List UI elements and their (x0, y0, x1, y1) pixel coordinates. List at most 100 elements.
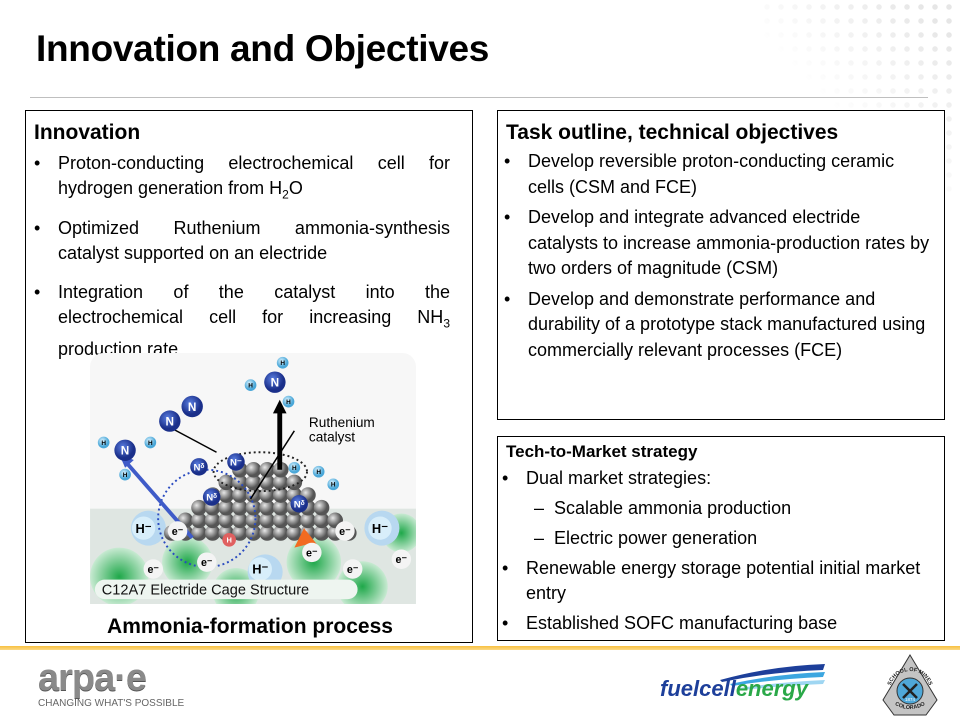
ru-atom (286, 474, 303, 491)
atom-label: e⁻ (339, 526, 351, 538)
catalyst-label: Ruthenium (309, 415, 375, 430)
atom-label: N (188, 401, 197, 414)
innovation-bullet: Optimized Ruthenium ammonia-synthesis ca… (34, 216, 450, 273)
atom (131, 516, 156, 540)
title-divider (30, 97, 928, 98)
atom-label: N (121, 445, 130, 458)
atom (114, 439, 136, 461)
task-bullet: Develop and integrate advanced electride… (504, 205, 930, 282)
atom-label: H (101, 440, 106, 447)
ru-atom (286, 525, 303, 541)
arpa-e-logo: arpa·e CHANGING WHAT'S POSSIBLE (38, 657, 185, 709)
ru-atom (259, 525, 275, 541)
atom (143, 559, 164, 579)
atom-label: H (292, 465, 297, 472)
tech-to-market-heading: Tech-to-Market strategy (506, 442, 698, 461)
seal-year: 1874 (905, 697, 916, 702)
atom (282, 395, 295, 408)
ru-atom (191, 525, 207, 541)
atom (244, 379, 257, 391)
atom-label: H (226, 536, 231, 545)
atom-label: e⁻ (347, 564, 359, 576)
fuelcellenergy-logo: fuelcellenergy (660, 662, 830, 707)
atom (288, 461, 301, 474)
ru-atom (272, 474, 289, 491)
atom (302, 542, 322, 563)
atom-label: Nᵟ (206, 492, 217, 503)
task-outline-heading: Task outline, technical objectives (506, 121, 839, 144)
atom (264, 371, 286, 393)
atom-label: H (248, 382, 253, 389)
atom (248, 557, 272, 581)
atom (97, 436, 110, 449)
ru-atom (272, 487, 289, 503)
page-title: Innovation and Objectives (36, 28, 490, 69)
task-bullet: Develop reversible proton-conducting cer… (504, 149, 930, 200)
ru-atom (313, 499, 330, 516)
colorado-school-of-mines-seal: SCHOOL OF MINES 1874 COLORADO (882, 654, 938, 716)
atom (368, 516, 392, 540)
atom-label: N⁻ (230, 457, 242, 468)
atom-label: e⁻ (172, 526, 184, 538)
strategy-sub-item: Electric power generation (534, 526, 930, 551)
atom (391, 549, 412, 569)
atom (342, 559, 363, 579)
atom-label: H (148, 440, 153, 447)
atom (181, 395, 203, 418)
atom (222, 532, 236, 547)
ru-atom (245, 474, 262, 491)
strategy-item: Dual market strategies: (502, 466, 930, 491)
innovation-bullet: Integration of the catalyst into the ele… (34, 280, 450, 362)
ru-atom (300, 512, 316, 529)
atom (327, 478, 340, 491)
atom (202, 488, 221, 506)
ru-atom (204, 512, 221, 529)
task-outline-panel: Task outline, technical objectives Devel… (497, 110, 945, 420)
atom-label: H (286, 399, 291, 406)
atom-label: e⁻ (396, 554, 408, 566)
ru-atom (218, 512, 235, 529)
atom-label: H (331, 482, 336, 489)
atom-label: e⁻ (306, 547, 318, 559)
atom-label: N (166, 415, 175, 428)
atom-label: H⁻ (252, 562, 268, 577)
ru-atom (272, 461, 289, 478)
atom (144, 436, 157, 449)
atom-label: H⁻ (372, 521, 388, 536)
footer-accent-line (0, 646, 960, 650)
ru-atom (191, 512, 207, 529)
atom (276, 356, 289, 369)
ru-atom (272, 512, 289, 529)
ru-atom (232, 499, 248, 516)
atom (335, 521, 355, 541)
atom-label: N (271, 376, 280, 389)
ru-atom (259, 487, 275, 503)
atom-label: Nᵟ (294, 499, 305, 510)
atom-label: H (123, 472, 128, 479)
atom-label: H (316, 469, 321, 476)
strategy-sub-item: Scalable ammonia production (534, 496, 930, 521)
ru-atom (313, 525, 330, 541)
atom (190, 458, 208, 476)
ru-atom (218, 487, 235, 503)
ru-atom (218, 499, 235, 516)
strategy-item: Renewable energy storage potential initi… (502, 556, 930, 606)
catalyst-label-2: catalyst (309, 430, 355, 445)
tech-to-market-panel: Tech-to-Market strategy Dual market stra… (497, 436, 945, 641)
seal-bottom-text: COLORADO (894, 701, 927, 711)
ru-atom (245, 512, 262, 529)
ru-atom (232, 487, 248, 503)
atom-label: Nᵟ (194, 462, 205, 473)
figure-caption: Ammonia-formation process (107, 615, 393, 638)
ru-atom (245, 499, 262, 516)
atom-label: e⁻ (147, 564, 159, 576)
innovation-heading: Innovation (34, 121, 141, 144)
task-bullet: Develop and demonstrate performance and … (504, 287, 930, 364)
substrate-label: C12A7 Electride Cage Structure (102, 582, 309, 598)
ru-atom (191, 499, 207, 516)
ru-atom (272, 499, 289, 516)
atom-label: H⁻ (136, 521, 152, 536)
ru-atom (259, 512, 275, 529)
atom (167, 521, 188, 541)
